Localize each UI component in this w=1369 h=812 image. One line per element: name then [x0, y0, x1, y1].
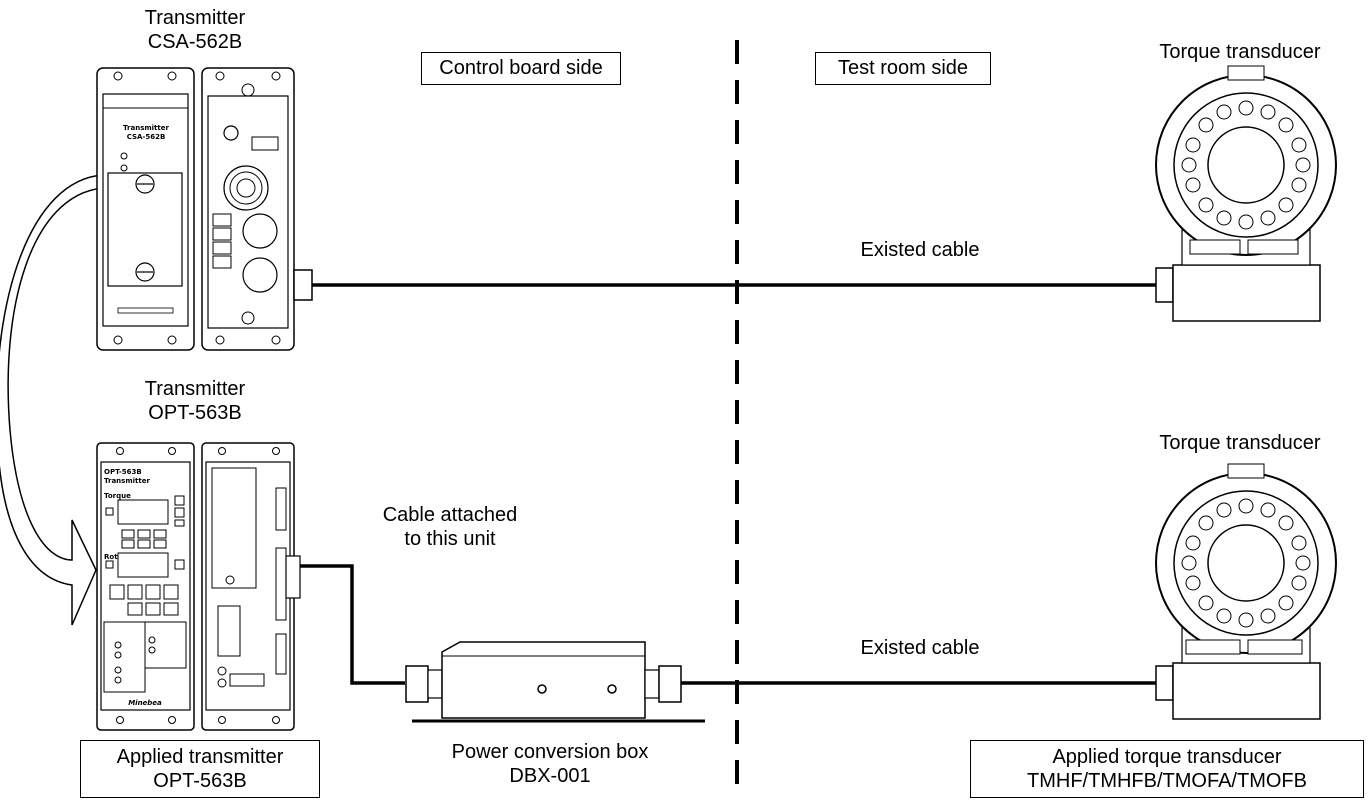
- csa-transmitter-label: Transmitter CSA-562B: [100, 6, 290, 54]
- torque-transducer-top-label: Torque transducer: [1159, 41, 1321, 63]
- applied-transmitter-line1: Applied transmitter: [116, 746, 284, 768]
- power-conversion-box-line2: DBX-001: [509, 765, 591, 787]
- csa-transmitter-line1: Transmitter: [144, 7, 246, 29]
- applied-transducer-line2: TMHF/TMHFB/TMOFA/TMOFB: [1027, 770, 1307, 792]
- csa-front-model: CSA-562B: [127, 133, 166, 141]
- attached-cable: [300, 564, 405, 685]
- opt-front-brand: Minebea: [128, 699, 162, 707]
- csa-front-title: Transmitter: [123, 124, 169, 132]
- torque-transducer-bottom-label: Torque transducer: [1159, 432, 1321, 454]
- csa-562b-transmitter: Transmitter CSA-562B: [96, 67, 313, 351]
- applied-transducer-box: Applied torque transducer TMHF/TMHFB/TMO…: [970, 740, 1364, 798]
- torque-transducer-top: [1155, 65, 1337, 322]
- csa-rear-panel: [201, 67, 313, 351]
- opt-transmitter-line1: Transmitter: [144, 378, 246, 400]
- power-conversion-box-line1: Power conversion box: [451, 741, 649, 763]
- attached-cable-label: Cable attached to this unit: [330, 503, 570, 551]
- bolt-ring-top: [1181, 100, 1311, 230]
- attached-cable-line1: Cable attached: [382, 504, 518, 526]
- attached-cable-line2: to this unit: [404, 528, 496, 550]
- opt-front-panel: OPT-563B Transmitter Torque Rotation: [96, 442, 195, 731]
- applied-transmitter-box: Applied transmitter OPT-563B: [80, 740, 320, 798]
- power-conversion-box: [405, 641, 705, 723]
- csa-front-panel: Transmitter CSA-562B: [96, 67, 195, 351]
- test-room-side-label: Test room side: [815, 52, 991, 85]
- opt-563b-transmitter: OPT-563B Transmitter Torque Rotation: [96, 442, 301, 731]
- opt-front-subtitle: Transmitter: [104, 477, 150, 485]
- opt-rear-panel: [201, 442, 301, 731]
- opt-transmitter-line2: OPT-563B: [148, 402, 242, 424]
- power-conversion-box-label: Power conversion box DBX-001: [400, 740, 700, 788]
- existed-cable-bottom-label: Existed cable: [860, 637, 980, 659]
- opt-front-title: OPT-563B: [104, 468, 142, 476]
- csa-transmitter-line2: CSA-562B: [147, 31, 243, 53]
- bolt-ring-bottom: [1181, 498, 1311, 628]
- applied-transmitter-line2: OPT-563B: [153, 770, 247, 792]
- opt-front-torque: Torque: [104, 492, 131, 500]
- control-board-side-label: Control board side: [421, 52, 621, 85]
- opt-transmitter-label: Transmitter OPT-563B: [100, 377, 290, 425]
- replacement-arrow: [0, 174, 104, 626]
- torque-transducer-bottom: [1155, 463, 1337, 720]
- existed-cable-top-label: Existed cable: [860, 239, 980, 261]
- applied-transducer-line1: Applied torque transducer: [1052, 746, 1282, 768]
